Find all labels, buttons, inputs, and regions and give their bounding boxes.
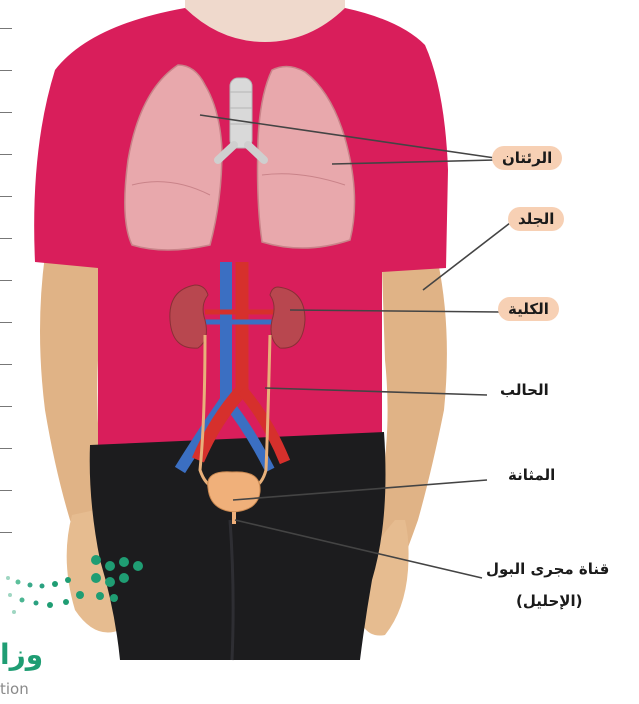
ruling-mark — [0, 70, 12, 71]
pants — [90, 432, 386, 660]
ruling-mark — [0, 112, 12, 113]
ruling-mark — [0, 490, 12, 491]
label-urethra-sub: (الإحليل) — [516, 592, 582, 610]
ruling-mark — [0, 196, 12, 197]
ruling-mark — [0, 322, 12, 323]
logo-arabic-text: وزا — [0, 638, 43, 671]
logo-latin-text: tion — [0, 680, 29, 698]
label-skin: الجلد — [508, 207, 564, 231]
ruling-mark — [0, 154, 12, 155]
label-lungs: الرئتان — [492, 146, 562, 170]
label-ureter: الحالب — [500, 381, 549, 399]
label-bladder: المثانة — [508, 466, 555, 484]
trachea — [230, 78, 252, 148]
label-urethra: قناة مجرى البول — [486, 560, 609, 578]
ruling-mark — [0, 448, 12, 449]
ruling-mark — [0, 364, 12, 365]
ruling-mark — [0, 238, 12, 239]
ruling-mark — [0, 280, 12, 281]
ruling-mark — [0, 28, 12, 29]
label-kidney: الكلية — [498, 297, 559, 321]
ruling-mark — [0, 532, 12, 533]
ruling-mark — [0, 406, 12, 407]
